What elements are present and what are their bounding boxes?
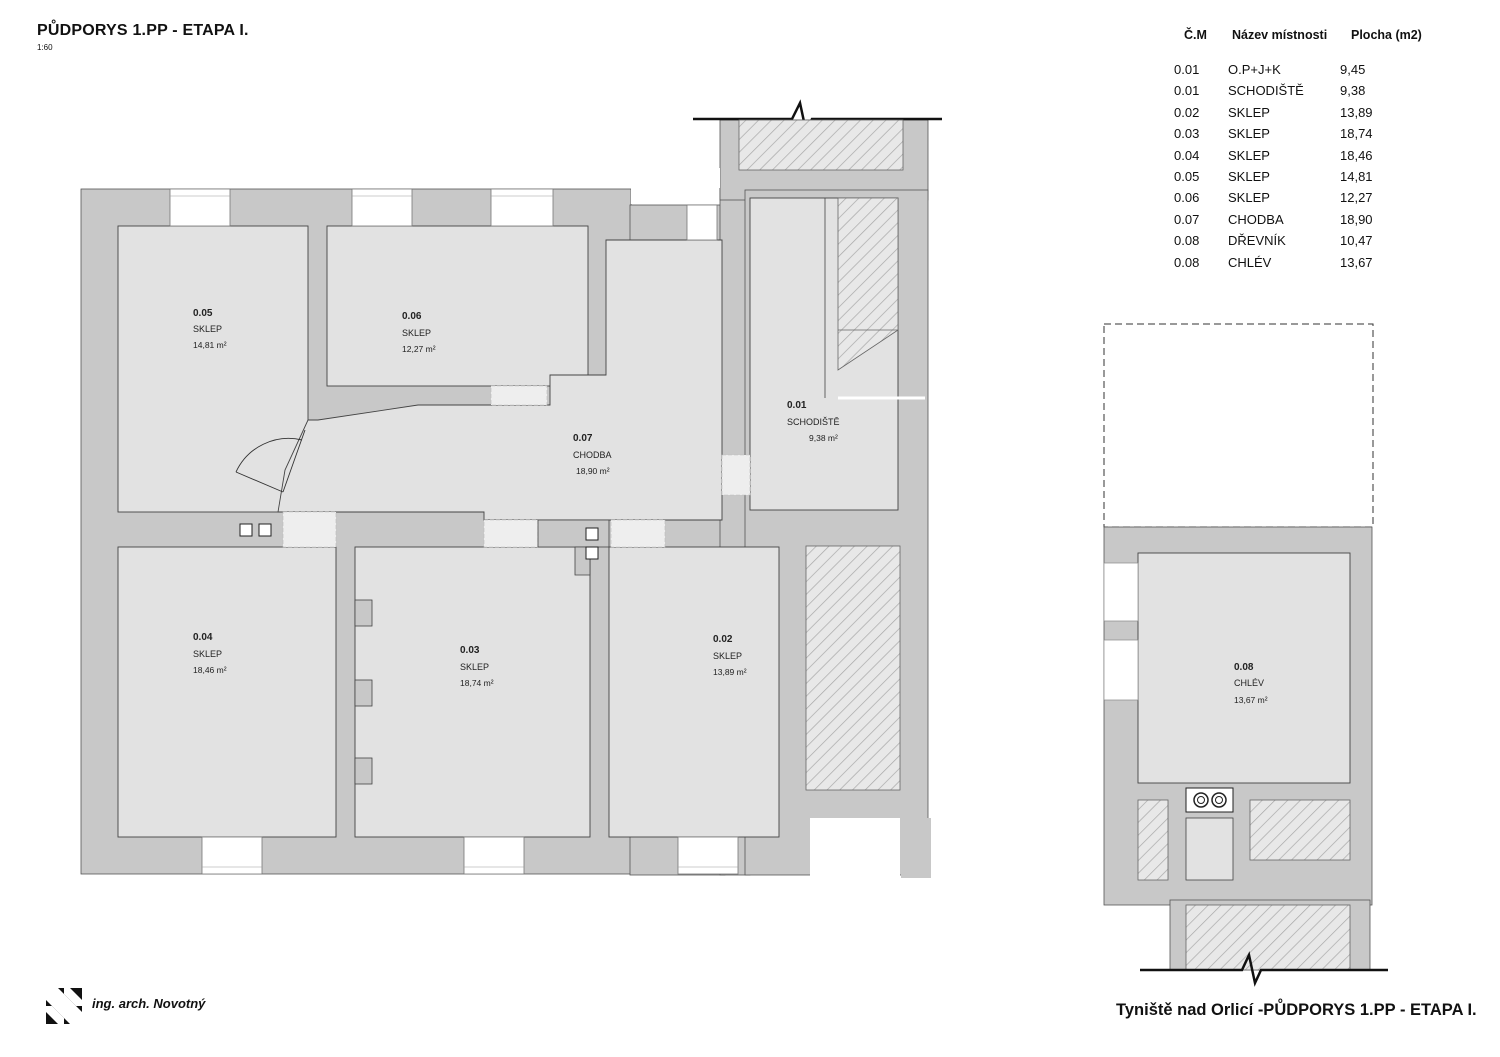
legend-row-name: SCHODIŠTĚ xyxy=(1228,83,1304,99)
room-number: 0.01 xyxy=(787,400,807,411)
legend-header-area: Plocha (m2) xyxy=(1351,28,1422,42)
legend-row-number: 0.08 xyxy=(1174,254,1200,270)
rooms xyxy=(117,197,899,838)
legend-row-area: 18,74 xyxy=(1340,126,1373,142)
room-number: 0.03 xyxy=(460,645,480,656)
room-number: 0.06 xyxy=(402,311,422,322)
legend-row-area: 9,38 xyxy=(1340,83,1366,99)
room-006-label: 0.06 SKLEP 12,27 m² xyxy=(402,311,436,354)
legend-row-number: 0.03 xyxy=(1174,126,1200,142)
room-007-floor xyxy=(277,239,723,521)
room-004-floor xyxy=(117,546,337,838)
legend-row-name: SKLEP xyxy=(1228,169,1270,184)
room-area: 9,38 m² xyxy=(809,433,838,443)
legend-row-area: 18,46 xyxy=(1340,147,1373,163)
room-area: 12,27 m² xyxy=(402,344,436,354)
room-area: 13,89 m² xyxy=(713,667,747,677)
legend-row-area: 13,67 xyxy=(1340,254,1373,270)
room-area: 18,90 m² xyxy=(576,466,610,476)
legend-row-area: 12,27 xyxy=(1340,190,1373,206)
room-name: CHLÉV xyxy=(1234,678,1264,688)
legend-row-number: 0.08 xyxy=(1174,233,1200,249)
legend-row-number: 0.01 xyxy=(1174,62,1200,77)
room-area: 14,81 m² xyxy=(193,340,227,350)
room-name: SKLEP xyxy=(460,662,489,672)
room-name: SKLEP xyxy=(402,328,431,338)
break-line-top xyxy=(693,99,942,135)
room-008-label: 0.08 CHLÉV 13,67 m² xyxy=(1234,662,1268,705)
room-name: CHODBA xyxy=(573,450,612,460)
room-003-floor xyxy=(354,546,591,838)
stair-hatch-top xyxy=(738,119,904,171)
author-name: ing. arch. Novotný xyxy=(92,996,206,1011)
room-003-label: 0.03 SKLEP 18,74 m² xyxy=(460,645,494,688)
room-number: 0.04 xyxy=(193,632,213,643)
room-area: 18,46 m² xyxy=(193,665,227,675)
legend-row-number: 0.04 xyxy=(1174,147,1200,163)
drawing-scale: 1:60 xyxy=(37,43,53,52)
room-area: 18,74 m² xyxy=(460,678,494,688)
room-006-floor xyxy=(326,225,589,387)
legend-row-area: 13,89 xyxy=(1340,104,1373,120)
room-area: 13,67 m² xyxy=(1234,695,1268,705)
legend-row-name: SKLEP xyxy=(1228,147,1270,163)
legend-row-name: O.P+J+K xyxy=(1228,62,1281,77)
room-number: 0.05 xyxy=(193,308,213,319)
room-007-label: 0.07 CHODBA 18,90 m² xyxy=(573,433,612,476)
chimney-icon xyxy=(1185,787,1234,813)
door-swing xyxy=(235,429,306,493)
legend-header-number: Č.M xyxy=(1184,28,1207,42)
room-number: 0.07 xyxy=(573,433,593,444)
room-number: 0.02 xyxy=(713,634,733,645)
room-005-label: 0.05 SKLEP 14,81 m² xyxy=(193,308,227,350)
legend-row-name: SKLEP xyxy=(1228,104,1270,120)
room-004-label: 0.04 SKLEP 18,46 m² xyxy=(193,632,227,675)
windows xyxy=(169,188,739,875)
room-name: SKLEP xyxy=(713,651,742,661)
legend-row-area: 14,81 xyxy=(1340,169,1373,184)
room-002-floor xyxy=(608,546,780,838)
legend-row-name: DŘEVNÍK xyxy=(1228,233,1286,249)
legend-row-name: SKLEP xyxy=(1228,126,1270,142)
room-005-floor xyxy=(117,225,309,513)
architect-logo xyxy=(46,988,82,1024)
room-name: SKLEP xyxy=(193,649,222,659)
dashed-outline-area xyxy=(1103,323,1374,528)
hatch-right-lower xyxy=(805,545,901,791)
legend-row-name: SKLEP xyxy=(1228,190,1270,206)
legend-row-name: CHODBA xyxy=(1228,211,1284,227)
legend-row-number: 0.07 xyxy=(1174,211,1200,227)
legend-row-number: 0.01 xyxy=(1174,83,1200,99)
drawing-caption: Tyniště nad Orlicí -PŮDPORYS 1.PP - ETAP… xyxy=(1116,1001,1477,1019)
legend-header-name: Název místnosti xyxy=(1232,28,1328,42)
room-001-label: 0.01 SCHODIŠTĚ 9,38 m² xyxy=(787,400,840,443)
legend-row-number: 0.06 xyxy=(1174,190,1200,206)
room-name: SCHODIŠTĚ xyxy=(787,417,840,427)
legend-row-number: 0.02 xyxy=(1174,104,1200,120)
legend-row-area: 10,47 xyxy=(1340,233,1373,249)
legend-row-area: 18,90 xyxy=(1340,211,1373,227)
room-name: SKLEP xyxy=(193,324,222,334)
page-title: PŮDPORYS 1.PP - ETAPA I. xyxy=(37,22,249,39)
room-002-label: 0.02 SKLEP 13,89 m² xyxy=(713,634,747,677)
legend-row-name: CHLÉV xyxy=(1228,254,1272,270)
room-number: 0.08 xyxy=(1234,662,1254,673)
legend-row-number: 0.05 xyxy=(1174,169,1200,184)
legend-row-area: 9,45 xyxy=(1340,62,1366,77)
break-line-bottom xyxy=(1140,951,1388,987)
